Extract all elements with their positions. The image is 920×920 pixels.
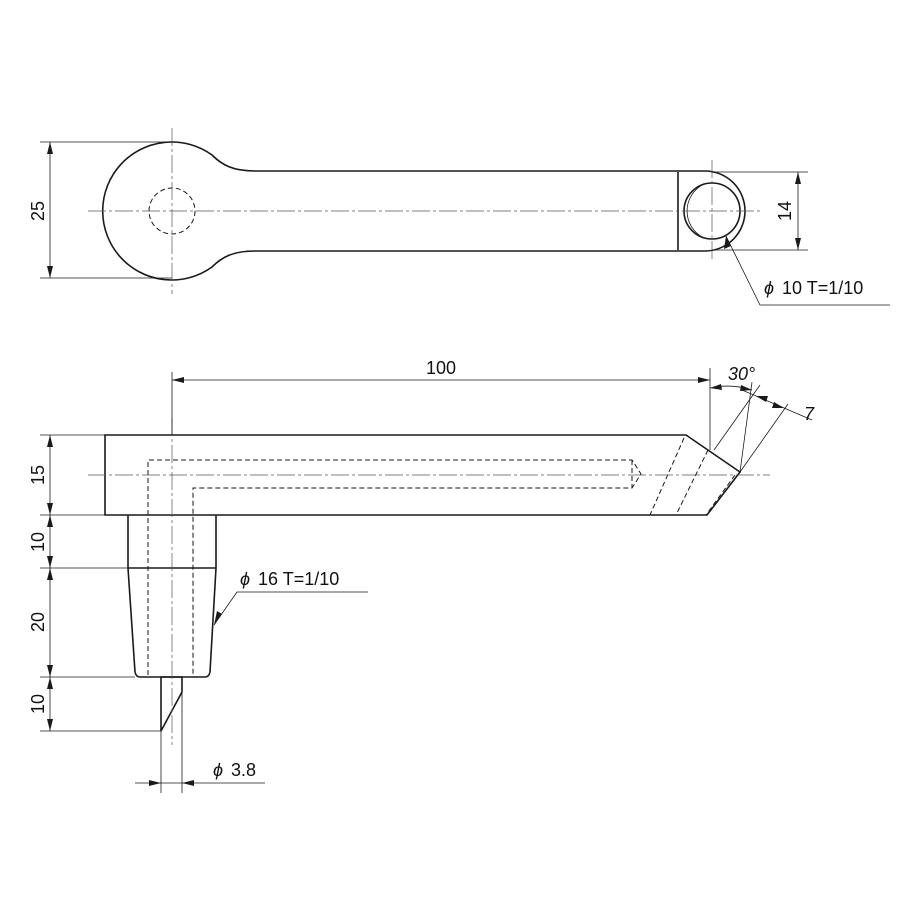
taper-note-arrow	[214, 611, 222, 625]
vdim-10b-arrow-top	[47, 677, 53, 689]
hole-note-symbol: ϕ	[764, 278, 774, 298]
vdim-10a-arrow-top	[47, 515, 53, 527]
dim-10-boss-label: 10	[28, 532, 48, 552]
dim-25-arrow-top	[47, 142, 53, 154]
angle-label: 30°	[728, 364, 755, 384]
chamfer-hidden-1	[649, 437, 685, 516]
hole-note-arrow	[724, 236, 731, 249]
taper-note-leader	[213, 591, 368, 626]
dim-7-ext-2	[739, 403, 789, 473]
pin-dia-arrow-left	[149, 780, 161, 786]
dim-7-arrow-2	[772, 402, 784, 408]
hidden-bore-outer	[147, 459, 642, 675]
dim-25-label: 25	[28, 201, 48, 221]
boss-taper-right	[209, 567, 217, 673]
pin-dia-text: 3.8	[231, 760, 256, 780]
dim-100-arrow-left	[172, 377, 184, 383]
dim-15-label: 15	[28, 465, 48, 485]
dim-100-label: 100	[426, 358, 456, 378]
taper-note-text: 16 T=1/10	[258, 569, 339, 589]
angle-arrow-left	[710, 384, 722, 390]
angle-arrow-right	[740, 385, 752, 391]
dim-100-arrow-right	[698, 377, 710, 383]
vdim-15-arrow-bottom	[47, 503, 53, 515]
hole-note-leader	[725, 235, 890, 306]
pin-dia-symbol: ϕ	[213, 760, 223, 780]
dim-25-arrow-bottom	[47, 266, 53, 278]
dim-10-pin-label: 10	[28, 694, 48, 714]
chamfer-hidden-3	[675, 449, 709, 516]
dim-7-arrow-1	[756, 396, 768, 402]
dim-14-label: 14	[775, 201, 795, 221]
dim-20-label: 20	[28, 612, 48, 632]
side-arm-outline	[104, 434, 742, 516]
vdim-20-arrow-bottom	[47, 665, 53, 677]
pin-outline	[160, 676, 183, 732]
angle-ext-line	[739, 381, 753, 473]
taper-note-symbol: ϕ	[240, 569, 250, 589]
vdim-15-arrow-top	[47, 435, 53, 447]
boss-taper-left	[127, 567, 136, 673]
dim-14-arrow-bottom	[795, 238, 801, 250]
dim-14-arrow-top	[795, 172, 801, 184]
vdim-20-arrow-top	[47, 568, 53, 580]
chamfer-hidden-2	[705, 474, 736, 516]
pin-dia-arrow-right	[182, 780, 194, 786]
vdim-10b-arrow-bottom	[47, 719, 53, 731]
dim-7-ext-1	[713, 384, 761, 451]
dim-7-label: 7	[804, 404, 815, 424]
side-view: 100 30° 7 15 10 20 10	[28, 358, 815, 793]
vdim-10a-arrow-bottom	[47, 556, 53, 568]
top-view-outline	[101, 141, 746, 281]
top-view: 25 14 ϕ 10 T=1/10	[28, 128, 890, 306]
hole-note-text: 10 T=1/10	[782, 278, 863, 298]
